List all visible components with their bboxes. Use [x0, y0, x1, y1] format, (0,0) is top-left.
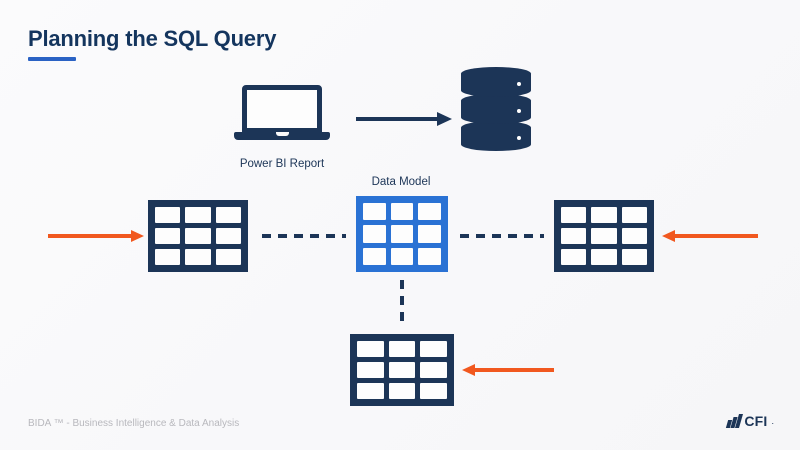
footer-course-label: BIDA ™ - Business Intelligence & Data An… [28, 418, 240, 429]
table-cell [388, 383, 416, 399]
title-underline-accent [28, 57, 76, 61]
table-cell [363, 225, 386, 243]
table-cell [591, 228, 617, 244]
table-cell [155, 228, 181, 244]
database-band-top [461, 67, 531, 97]
laptop-icon [234, 85, 330, 143]
table-cell [591, 249, 617, 265]
arrow-right-icon [356, 112, 452, 126]
table-data-model [356, 196, 448, 272]
cfi-logo-text: CFI [744, 413, 768, 429]
dashed-connector-bottom [400, 280, 404, 328]
database-dot [517, 82, 521, 86]
table-cell [388, 362, 416, 378]
table-cell [363, 247, 386, 265]
table-cell [621, 207, 647, 223]
table-cell [357, 341, 384, 357]
table-cell [185, 207, 211, 223]
table-cell [357, 383, 384, 399]
page-title: Planning the SQL Query [28, 26, 277, 51]
table-bottom [350, 334, 454, 406]
table-cell [418, 225, 441, 243]
table-cell [215, 228, 241, 244]
cfi-logo-dot: . [771, 416, 774, 426]
table-cell [155, 249, 181, 265]
arrow-head [131, 230, 144, 242]
table-cell [561, 249, 587, 265]
arrow-into-right-table [662, 230, 758, 242]
data-model-label: Data Model [371, 176, 431, 188]
arrow-shaft [48, 234, 132, 238]
database-band-bottom [461, 121, 531, 151]
table-cell [357, 362, 384, 378]
cfi-logo-mark-icon [725, 414, 743, 428]
table-cell [420, 341, 447, 357]
arrow-into-left-table [48, 230, 144, 242]
power-bi-report-label: Power BI Report [239, 158, 325, 170]
table-cell [591, 207, 617, 223]
laptop-notch [276, 132, 289, 136]
table-cell [390, 247, 414, 265]
table-cell [363, 203, 386, 221]
table-cell [155, 207, 181, 223]
table-cell [418, 247, 441, 265]
database-band-middle [461, 94, 531, 124]
database-cylinder-icon [461, 67, 531, 153]
dashed-connector-right [460, 234, 544, 238]
table-cell [185, 228, 211, 244]
table-right [554, 200, 654, 272]
arrow-shaft [356, 117, 438, 121]
dashed-connector-left [262, 234, 346, 238]
table-cell [420, 362, 447, 378]
database-dot [517, 109, 521, 113]
arrow-into-bottom-table [462, 364, 554, 376]
table-cell [185, 249, 211, 265]
table-cell [420, 383, 447, 399]
table-cell [561, 207, 587, 223]
table-cell [215, 249, 241, 265]
arrow-shaft [674, 234, 758, 238]
table-cell [418, 203, 441, 221]
laptop-screen [242, 85, 322, 133]
table-cell [621, 228, 647, 244]
table-cell [215, 207, 241, 223]
arrow-head [437, 112, 452, 126]
arrow-head [462, 364, 475, 376]
cfi-logo: CFI . [725, 413, 774, 429]
table-left [148, 200, 248, 272]
table-cell [561, 228, 587, 244]
table-cell [621, 249, 647, 265]
database-dot [517, 136, 521, 140]
laptop-base [234, 132, 330, 140]
table-cell [388, 341, 416, 357]
arrow-shaft [474, 368, 554, 372]
arrow-head [662, 230, 675, 242]
table-cell [390, 203, 414, 221]
table-cell [390, 225, 414, 243]
